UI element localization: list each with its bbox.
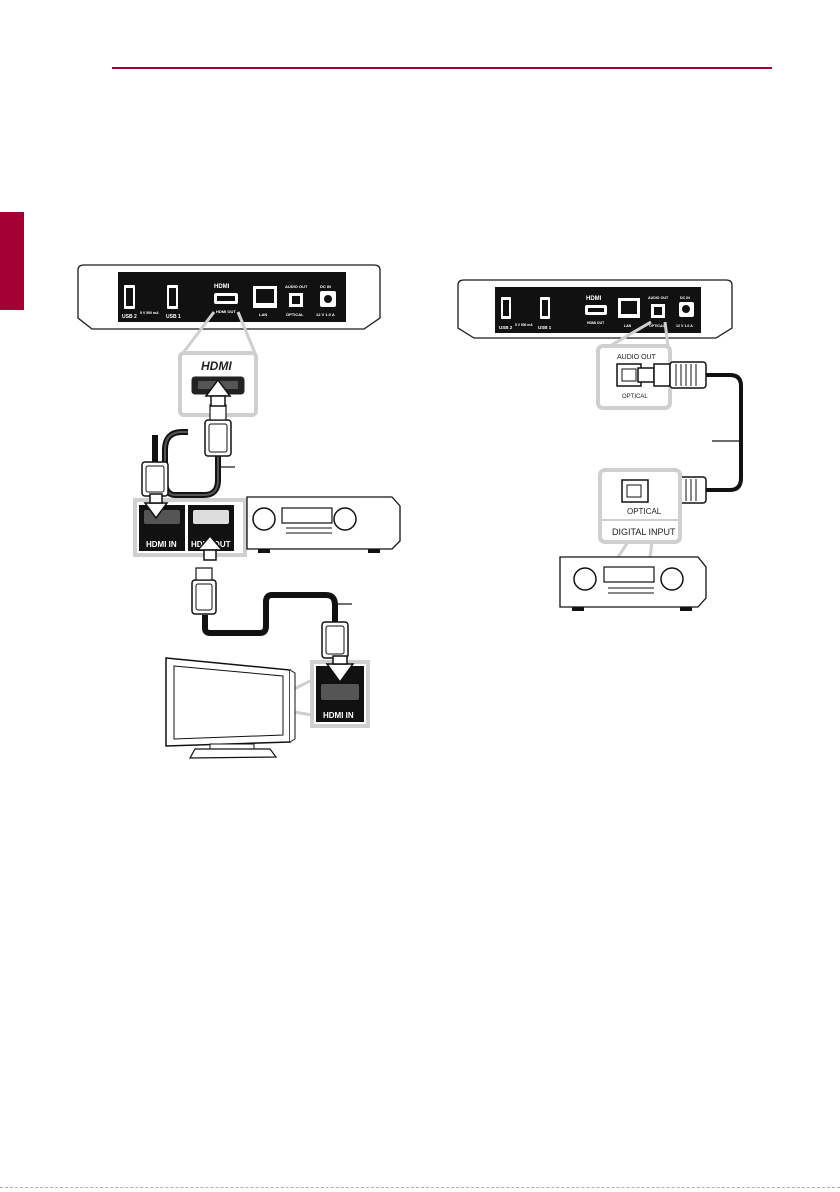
usb2-label: USB 2: [122, 314, 137, 320]
hdmi-logo-small: HDMI: [214, 284, 230, 290]
tv-hdmi-in-label: HDMI IN: [323, 711, 354, 720]
lan-label: LAN: [259, 312, 267, 317]
optical-label: OPTICAL: [649, 324, 666, 328]
callout-optical-label: OPTICAL: [622, 394, 648, 400]
av-receiver-right: [560, 557, 706, 611]
dc-rating-label: 12 V 1.0 A: [676, 324, 693, 328]
optical-plug-top: [638, 368, 654, 382]
callout-audio-out-label: AUDIO OUT: [617, 354, 657, 361]
right-diagram-optical: USB 2 USB 1 5 V 500 mA HDMI HDMI OUT LAN…: [458, 280, 741, 611]
receiver-hdmi-in-label: HDMI IN: [146, 540, 177, 549]
left-diagram-hdmi: USB 2 USB 1 5 V 500 mA HDMI HDMI OUT LAN…: [78, 265, 400, 758]
tv: [166, 658, 295, 758]
digital-input-label: DIGITAL INPUT: [612, 527, 676, 537]
usb2-label: USB 2: [499, 325, 513, 330]
hdmi-out-label: HDMI OUT: [216, 309, 236, 314]
usb-rating-label: 5 V 500 mA: [140, 311, 159, 315]
usb1-label: USB 1: [166, 314, 181, 320]
usb1-label: USB 1: [538, 325, 552, 330]
optical-label: OPTICAL: [286, 312, 304, 317]
audio-out-label: AUDIO OUT: [648, 296, 669, 300]
receiver-optical-label: OPTICAL: [627, 507, 662, 516]
hdmi-out-label: HDMI OUT: [587, 321, 605, 325]
dc-in-label: DC IN: [680, 296, 690, 300]
dc-rating-label: 12 V 1.0 A: [316, 312, 335, 317]
av-receiver-left: [247, 497, 400, 553]
lan-label: LAN: [624, 324, 632, 328]
callout-hdmi-logo: HDMI: [201, 359, 232, 373]
hdmi-logo-small: HDMI: [586, 296, 602, 302]
player-box-right: USB 2 USB 1 5 V 500 mA HDMI HDMI OUT LAN…: [458, 280, 732, 338]
usb-rating-label: 5 V 500 mA: [515, 323, 533, 327]
dc-in-label: DC IN: [320, 284, 331, 289]
player-box-left: USB 2 USB 1 5 V 500 mA HDMI HDMI OUT LAN…: [78, 265, 380, 329]
audio-out-label: AUDIO OUT: [285, 284, 308, 289]
